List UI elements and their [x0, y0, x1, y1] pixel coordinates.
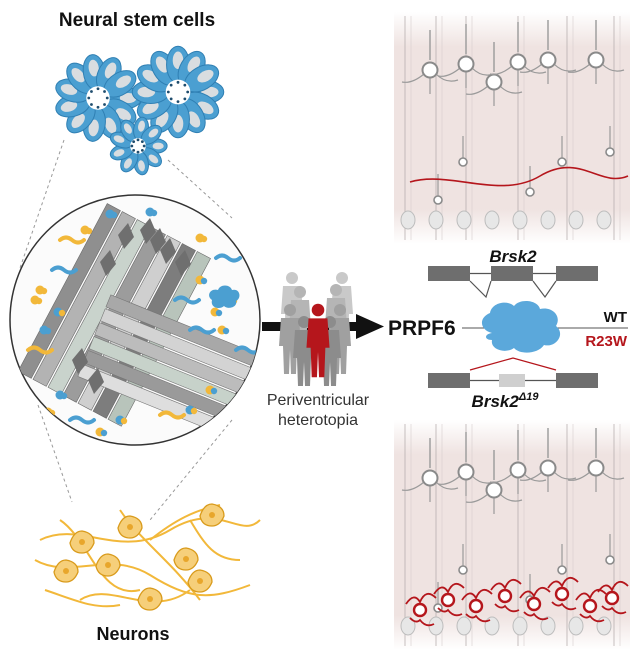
protein-blob-icon [482, 301, 560, 353]
gene-label-brsk2: Brsk2 [489, 247, 537, 266]
neural-stem-cells-title: Neural stem cells [59, 10, 215, 31]
r23w-label: R23W [585, 333, 628, 350]
gene-diagram-mutant [428, 358, 598, 388]
neurons-title: Neurons [96, 624, 169, 644]
gene-label-brsk2-delta19: Brsk2Δ19 [472, 391, 540, 411]
periventricular-label-1: Periventricular [267, 392, 370, 409]
spliceosome-magnified-view [10, 195, 268, 445]
stem-cell-rosettes [53, 46, 224, 176]
cortex-section-wildtype [394, 12, 630, 244]
gene-mutant-base: Brsk2 [472, 392, 520, 411]
protein-label-prpf6: PRPF6 [388, 317, 456, 340]
people-group-icon [279, 272, 353, 386]
periventricular-label-2: heterotopia [278, 412, 358, 429]
gene-mutant-superscript: Δ19 [518, 391, 540, 403]
wt-label: WT [604, 309, 627, 326]
neuron-network [35, 504, 260, 610]
gene-diagram-wildtype [428, 266, 598, 297]
